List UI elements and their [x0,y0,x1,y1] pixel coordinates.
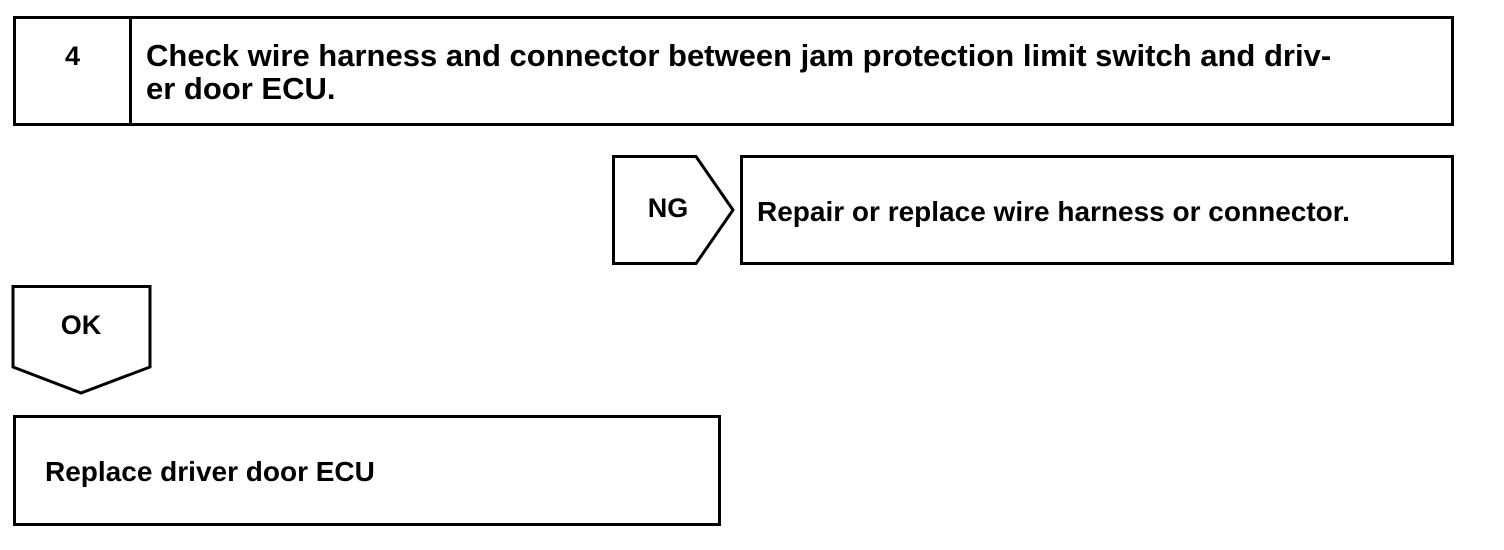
ok-arrow-shape [11,285,152,395]
ok-label: OK [60,310,102,340]
step-title-text: Check wire harness and connector between… [146,38,1332,106]
ng-label: NG [647,193,689,223]
final-action-box: Replace driver door ECU [13,415,721,526]
final-action-text: Replace driver door ECU [45,456,375,487]
ng-action-text: Repair or replace wire harness or connec… [757,196,1350,227]
ng-arrow-shape [612,155,735,265]
step-number: 4 [16,19,132,123]
ng-action-box: Repair or replace wire harness or connec… [740,155,1454,265]
step-title: Check wire harness and connector between… [146,39,1446,105]
step-box: 4 Check wire harness and connector betwe… [13,16,1454,126]
